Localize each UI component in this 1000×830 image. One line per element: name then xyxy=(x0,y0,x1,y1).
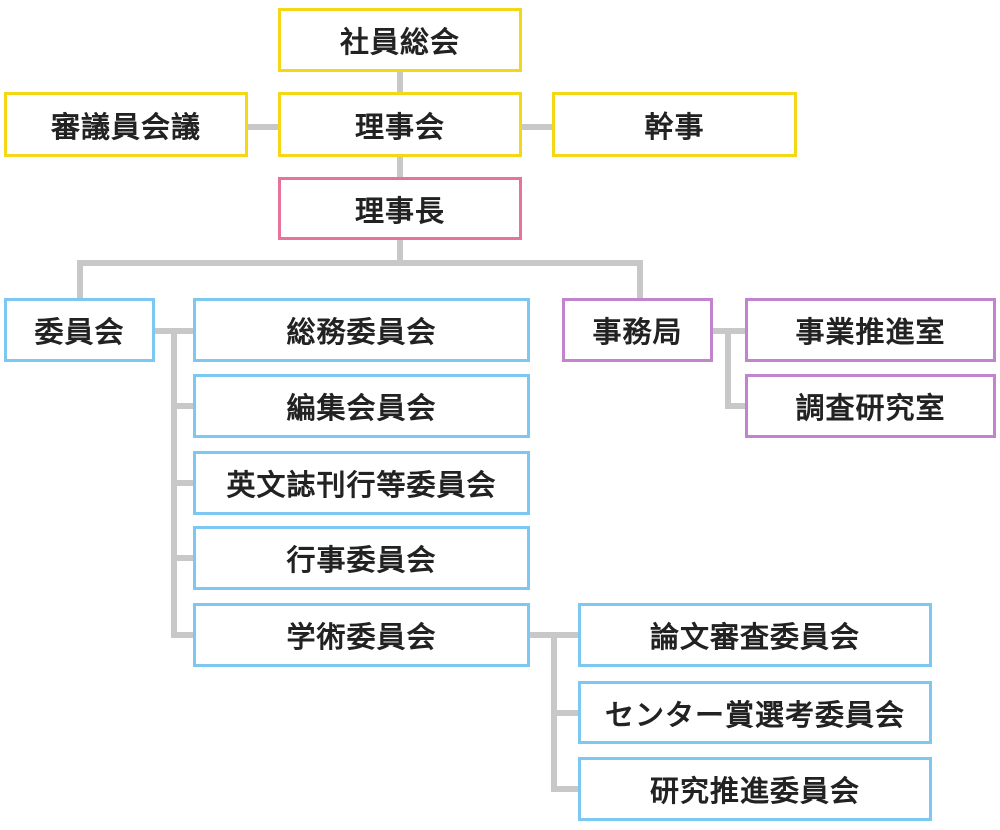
secretariat-research-office-box: 調査研究室 xyxy=(745,374,996,438)
committee-general-affairs-box: 総務委員会 xyxy=(193,298,530,362)
secretariat-head-box: 事務局 xyxy=(562,298,713,362)
committee-events-box: 行事委員会 xyxy=(193,526,530,590)
general-meeting-box: 社員総会 xyxy=(278,8,522,72)
council-box: 審議員会議 xyxy=(4,92,248,157)
secretariat-business-promotion-box: 事業推進室 xyxy=(745,298,996,362)
committee-english-journal-box: 英文誌刊行等委員会 xyxy=(193,451,530,515)
committee-editorial-box: 編集会員会 xyxy=(193,374,530,438)
academic-sub-paper-review-box: 論文審査委員会 xyxy=(578,603,932,667)
academic-sub-research-promotion-box: 研究推進委員会 xyxy=(578,757,932,821)
board-box: 理事会 xyxy=(278,92,522,157)
academic-sub-center-award-box: センター賞選考委員会 xyxy=(578,681,932,744)
president-box: 理事長 xyxy=(278,177,522,240)
auditor-box: 幹事 xyxy=(552,92,797,157)
committees-head-box: 委員会 xyxy=(4,298,155,362)
committee-academic-box: 学術委員会 xyxy=(193,603,530,667)
